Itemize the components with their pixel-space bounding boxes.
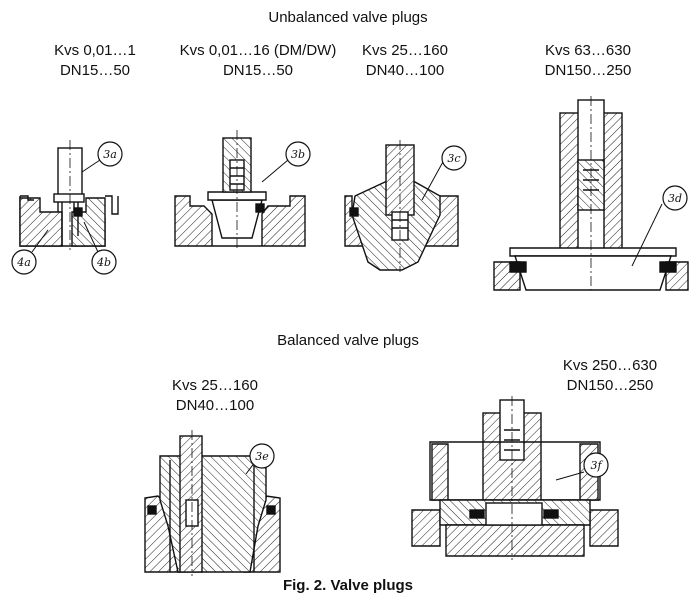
callout-3b: 3b bbox=[291, 148, 305, 161]
callout-3e: 3e bbox=[255, 450, 269, 463]
leader-3c bbox=[421, 159, 445, 201]
callout-circle-3d bbox=[662, 185, 688, 211]
group-3-dn: DN40…100 bbox=[365, 62, 445, 79]
leader-3a bbox=[81, 159, 101, 173]
plug-3f-drawing bbox=[411, 396, 619, 560]
callout-circle-3f bbox=[583, 452, 609, 478]
callout-circle-3b bbox=[285, 141, 311, 167]
group-5-kvs: Kvs 25…160 bbox=[172, 377, 258, 394]
leader-4a bbox=[31, 229, 49, 253]
group-3-kvs: Kvs 25…160 bbox=[362, 42, 448, 59]
group-1-kvs: Kvs 0,01…1 bbox=[54, 42, 136, 59]
group-2-dn: DN15…50 bbox=[222, 62, 294, 79]
leader-3f bbox=[555, 471, 585, 481]
group-2-kvs: Kvs 0,01…16 (DM/DW) bbox=[179, 42, 337, 59]
group-5-dn: DN40…100 bbox=[175, 397, 255, 414]
callout-3d: 3d bbox=[668, 192, 682, 205]
callout-circle-4b bbox=[91, 249, 117, 275]
callout-3f: 3f bbox=[590, 459, 603, 472]
callout-4b: 4b bbox=[96, 256, 111, 269]
group-4-dn: DN150…250 bbox=[544, 62, 632, 79]
leader-3b bbox=[261, 159, 289, 183]
unbalanced-title: Unbalanced valve plugs bbox=[268, 9, 428, 26]
group-6-kvs: Kvs 250…630 bbox=[562, 357, 658, 374]
balanced-title: Balanced valve plugs bbox=[277, 332, 419, 349]
plug-3b-drawing bbox=[174, 130, 306, 248]
callout-circle-3a bbox=[97, 141, 123, 167]
callout-3c: 3c bbox=[447, 152, 460, 165]
group-1-dn: DN15…50 bbox=[59, 62, 131, 79]
plug-3e-drawing bbox=[144, 430, 281, 576]
plug-3a-drawing bbox=[19, 140, 119, 250]
plug-3c-drawing bbox=[344, 140, 459, 272]
group-6-dn: DN150…250 bbox=[566, 377, 654, 394]
callout-4a: 4a bbox=[16, 256, 31, 269]
callout-circle-3e bbox=[249, 443, 275, 469]
callout-circle-4a bbox=[11, 249, 37, 275]
leader-4b bbox=[83, 221, 99, 253]
callout-circle-3c bbox=[441, 145, 467, 171]
leader-3d bbox=[631, 203, 663, 267]
callout-3a: 3a bbox=[103, 148, 117, 161]
group-4-kvs: Kvs 63…630 bbox=[545, 42, 631, 59]
plug-3d-drawing bbox=[493, 96, 689, 291]
figure-caption: Fig. 2. Valve plugs bbox=[282, 577, 414, 594]
